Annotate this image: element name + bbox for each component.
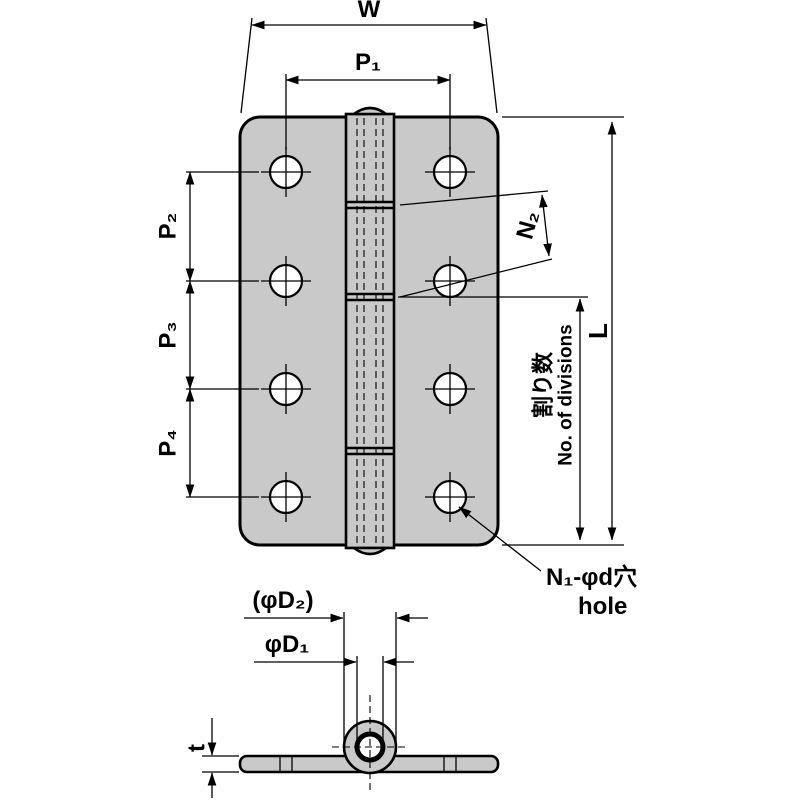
dimension-p1: P₁	[285, 49, 451, 150]
dim-label-p1: P₁	[355, 49, 381, 76]
dim-label-divisions-ja: 割り数	[531, 351, 556, 418]
hole	[261, 147, 311, 197]
dimension-p2-p3-p4: P₂ P₃ P₄	[155, 171, 259, 498]
dimension-t: t	[184, 718, 239, 798]
dim-label-p4: P₄	[155, 429, 182, 456]
mounting-holes	[261, 147, 475, 522]
dim-label-n2: N₂	[511, 208, 544, 242]
dim-label-p2: P₂	[155, 213, 182, 240]
top-view	[238, 106, 500, 556]
dimension-w: W	[240, 0, 498, 114]
barrel-bottom-cap	[350, 546, 390, 556]
extension-line	[485, 17, 498, 114]
dimension-line	[539, 194, 552, 257]
leader-line	[458, 506, 542, 572]
hole-callout: N₁-φd穴 hole	[458, 506, 637, 620]
hole	[261, 472, 311, 522]
dim-label-l: L	[583, 323, 613, 339]
barrel-top-cap	[350, 106, 390, 116]
dim-label-p3: P₃	[155, 321, 182, 348]
hole-callout-label-en: hole	[578, 593, 627, 620]
hinge-barrel	[344, 106, 396, 556]
dimension-divisions: 割り数 No. of divisions	[398, 296, 588, 541]
hole	[261, 364, 311, 414]
extension-line	[240, 17, 253, 114]
hole-callout-label: N₁-φd穴	[546, 563, 637, 591]
hole	[261, 256, 311, 306]
dim-label-w: W	[358, 0, 381, 23]
dim-label-d2: (φD₂)	[252, 587, 313, 614]
dimension-l: L	[502, 116, 624, 546]
dimension-n2: N₂	[399, 190, 553, 298]
barrel-body	[344, 112, 396, 550]
extension-line	[399, 190, 549, 206]
dimension-d1: φD₁	[254, 631, 414, 744]
hole	[425, 472, 475, 522]
dim-label-d1: φD₁	[265, 631, 310, 658]
dimension-d2: (φD₂)	[244, 587, 428, 744]
hole	[425, 147, 475, 197]
hole	[425, 364, 475, 414]
section-view	[238, 695, 500, 794]
extension-line	[399, 258, 553, 298]
dim-label-t: t	[184, 744, 211, 752]
dim-label-divisions-en: No. of divisions	[556, 324, 577, 465]
